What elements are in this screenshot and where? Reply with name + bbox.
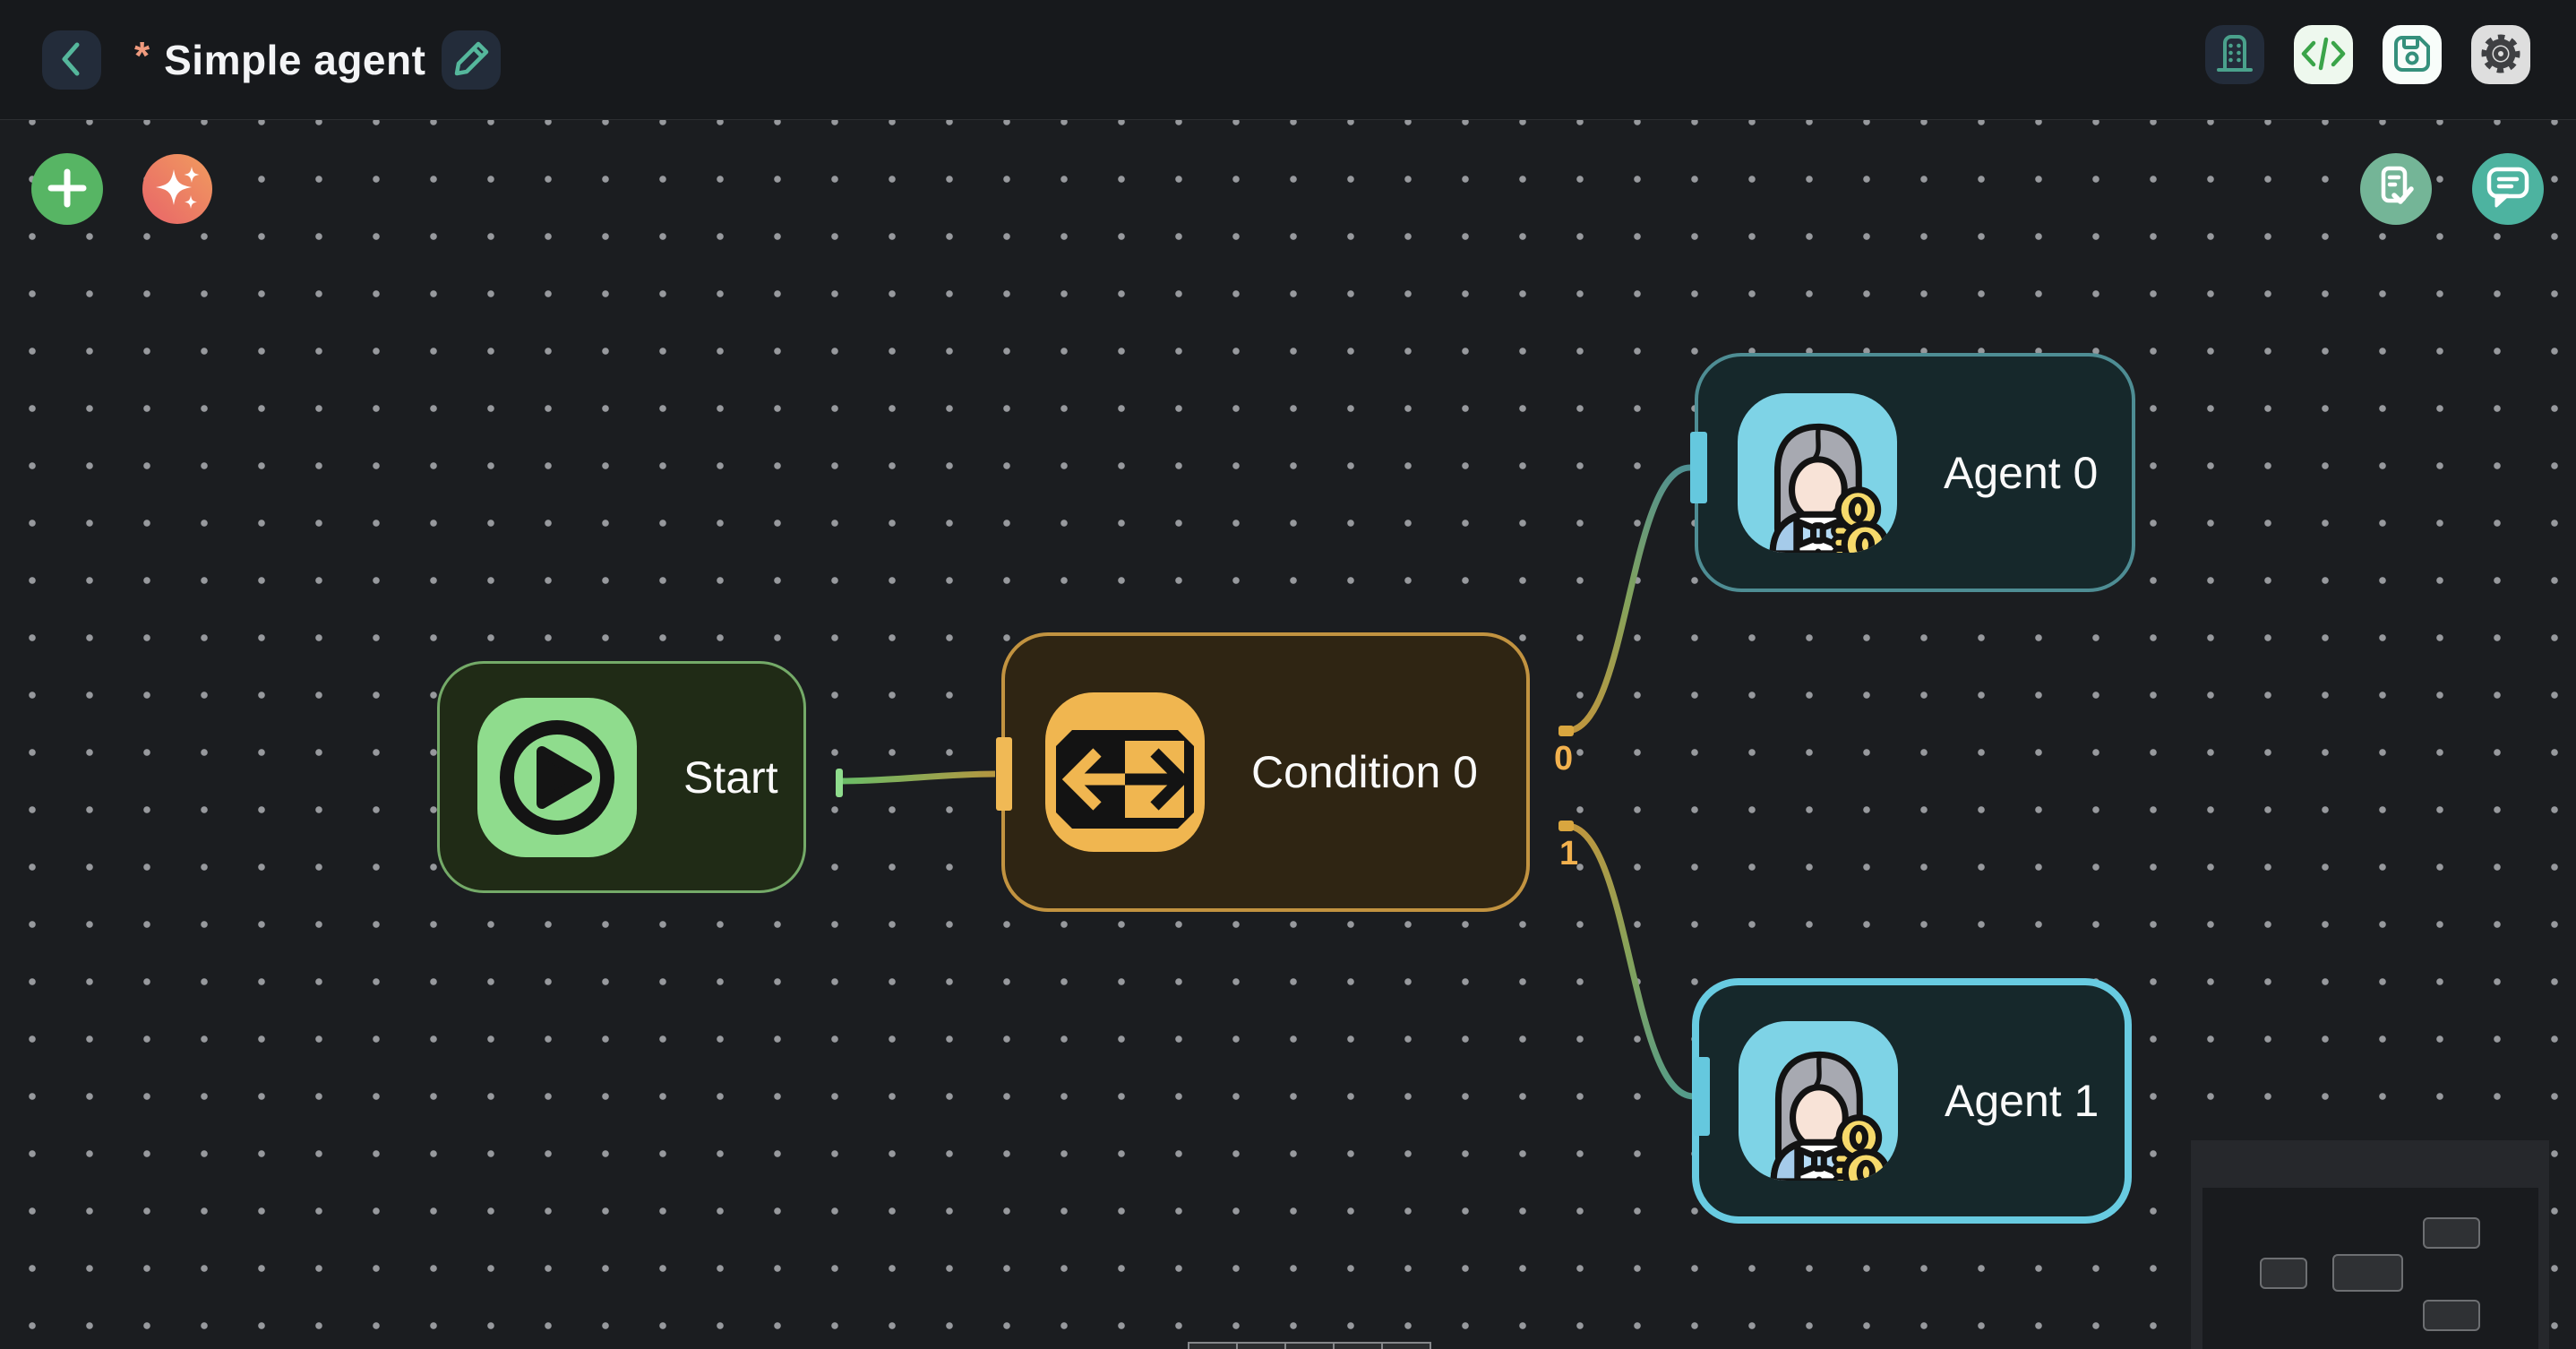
lock-button[interactable]: [1333, 1342, 1383, 1349]
edge-start-to-condition[interactable]: [839, 770, 996, 785]
header-actions: [2205, 25, 2530, 84]
plus-icon: [31, 152, 103, 227]
floppy-disk-icon: [2383, 24, 2442, 86]
agent-avatar-icon: [1738, 392, 1897, 553]
start-source-handle[interactable]: [836, 769, 843, 797]
minimap-node-condition: [2332, 1254, 2403, 1292]
export-code-button[interactable]: [2294, 25, 2353, 84]
node-label: Agent 0: [1944, 447, 2099, 498]
chat-bubble-icon: [2472, 152, 2544, 227]
save-button[interactable]: [2383, 25, 2442, 84]
condition-source-handle-0[interactable]: [1558, 726, 1574, 736]
fit-view-button[interactable]: [1284, 1342, 1335, 1349]
add-node-button[interactable]: [31, 153, 103, 225]
agent-avatar-icon: [1739, 1021, 1898, 1181]
agent0-target-handle[interactable]: [1690, 432, 1707, 503]
node-condition-0[interactable]: Condition 0: [1001, 632, 1530, 912]
settings-button[interactable]: [2471, 25, 2530, 84]
condition-target-handle[interactable]: [996, 737, 1012, 811]
chat-button[interactable]: [2472, 153, 2544, 225]
agent1-target-handle[interactable]: [1694, 1057, 1710, 1136]
gear-icon: [2471, 24, 2530, 86]
chevron-left-icon: [42, 30, 101, 91]
switch-arrows-icon: [1045, 692, 1205, 852]
minimap-node-agent1: [2423, 1300, 2480, 1331]
rename-button[interactable]: [442, 30, 502, 91]
edge-label-case-0: 0: [1554, 740, 1574, 778]
unsaved-indicator: *: [134, 34, 150, 78]
node-label: Start: [683, 752, 778, 803]
play-icon: [477, 697, 637, 857]
title-group: * Simple agent: [42, 0, 502, 120]
versions-button[interactable]: [2205, 25, 2264, 84]
ai-assistant-button[interactable]: [142, 154, 212, 224]
controls-extra-button[interactable]: [1381, 1342, 1431, 1349]
zoom-in-button[interactable]: [1188, 1342, 1238, 1349]
building-icon: [2205, 24, 2264, 86]
run-log-button[interactable]: [2360, 153, 2432, 225]
top-bar: * Simple agent: [0, 0, 2576, 120]
pencil-icon: [442, 30, 501, 91]
minimap[interactable]: [2191, 1140, 2549, 1349]
code-brackets-icon: [2294, 24, 2353, 86]
sparkles-icon: [142, 153, 212, 226]
node-agent-1[interactable]: Agent 1: [1692, 978, 2132, 1224]
flow-canvas[interactable]: 0 1 Start Condition 0: [0, 120, 2576, 1349]
edge-condition-to-agent1[interactable]: [1566, 822, 1695, 1100]
back-button[interactable]: [42, 30, 101, 90]
node-label: Agent 1: [1945, 1076, 2099, 1126]
node-label: Condition 0: [1251, 747, 1478, 797]
edge-label-case-1: 1: [1559, 835, 1579, 872]
document-check-icon: [2360, 152, 2432, 227]
edge-condition-to-agent0[interactable]: [1566, 464, 1691, 735]
condition-source-handle-1[interactable]: [1558, 821, 1574, 831]
edge-layer: [839, 464, 1695, 1100]
minimap-node-start: [2260, 1258, 2307, 1289]
page-title: Simple agent: [164, 37, 426, 83]
minimap-node-agent0: [2423, 1217, 2480, 1249]
zoom-out-button[interactable]: [1236, 1342, 1286, 1349]
zoom-controls: [1188, 1342, 1431, 1349]
node-agent-0[interactable]: Agent 0: [1695, 353, 2135, 592]
node-start[interactable]: Start: [437, 661, 806, 893]
